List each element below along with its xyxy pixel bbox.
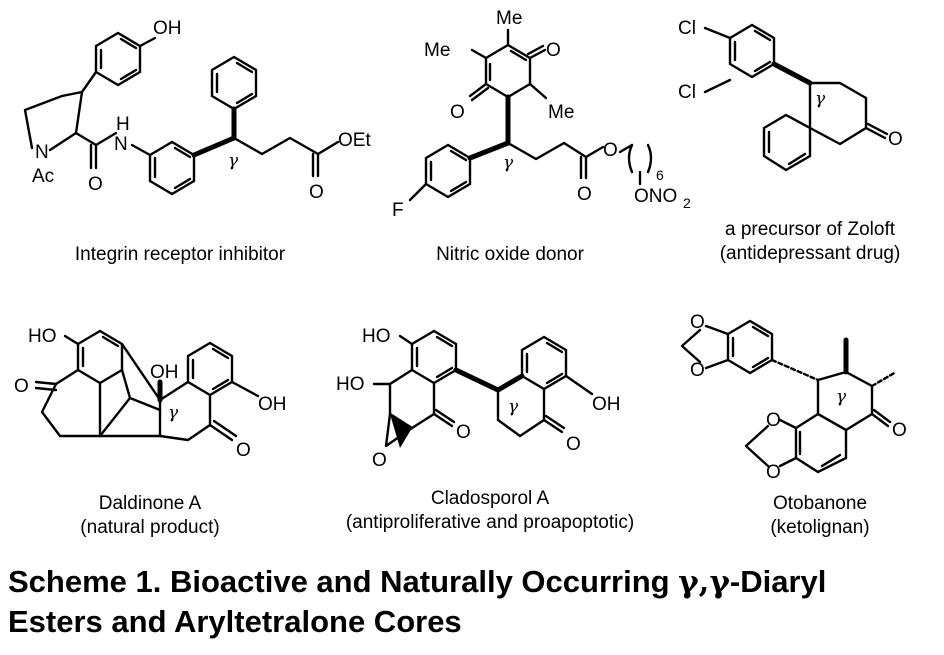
atom-n: N xyxy=(114,134,128,155)
gamma-label: γ xyxy=(836,387,847,407)
atom-o: O xyxy=(372,450,387,471)
structure-integrin-receptor-inhibitor: OH N Ac O H N γ O OEt xyxy=(23,18,371,203)
atom-ac: Ac xyxy=(32,166,54,187)
title-line2: Esters and Aryltetralone Cores xyxy=(8,604,462,639)
structure-otobanone: O O O γ O O xyxy=(680,312,907,483)
structure-nitric-oxide-donor: Me O Me Me O γ F O O 6 ONO 2 xyxy=(392,8,691,221)
atom-cl: Cl xyxy=(678,18,696,39)
atom-o: O xyxy=(888,129,903,150)
caption-cladosporol: Cladosporol A (antiproliferative and pro… xyxy=(300,487,680,535)
atom-o: O xyxy=(456,422,471,443)
chemical-structures-scheme: OH N Ac O H N γ O OEt Me xyxy=(14,8,907,483)
atom-o: O xyxy=(309,182,324,203)
gamma-label: γ xyxy=(228,151,239,171)
atom-ho: HO xyxy=(28,326,57,347)
structure-daldinone-a: HO O OH γ OH O xyxy=(14,326,287,461)
atom-o: O xyxy=(236,440,251,461)
compound-note: (antiproliferative and proapoptotic) xyxy=(345,512,635,533)
caption-nitric-oxide-donor: Nitric oxide donor xyxy=(380,243,640,267)
atom-f: F xyxy=(392,200,404,221)
title-gamma-pair: γ,γ xyxy=(678,564,730,600)
atom-n: N xyxy=(35,142,49,163)
atom-o: O xyxy=(450,102,465,123)
caption-otobanone: Otobanone (ketolignan) xyxy=(720,492,920,540)
gamma-label: γ xyxy=(815,89,826,109)
compound-note: (ketolignan) xyxy=(770,517,870,538)
atom-oh: OH xyxy=(592,394,621,415)
compound-name: Cladosporol A xyxy=(430,488,550,509)
caption-integrin: Integrin receptor inhibitor xyxy=(20,243,340,267)
caption-zoloft: a precursor of Zoloft (antidepressant dr… xyxy=(680,218,940,266)
atom-o: O xyxy=(766,462,781,483)
atom-oh: OH xyxy=(153,18,182,39)
atom-o: O xyxy=(690,360,705,381)
atom-ono: ONO xyxy=(634,186,677,207)
atom-me: Me xyxy=(496,8,522,29)
title-line1-start: Scheme 1. Bioactive and Naturally Occurr… xyxy=(8,564,679,599)
compound-name: Daldinone A xyxy=(98,493,202,514)
atom-ho: HO xyxy=(336,374,365,395)
scheme-title: Scheme 1. Bioactive and Naturally Occurr… xyxy=(8,562,938,642)
compound-note: (natural product) xyxy=(80,517,220,538)
compound-name: a precursor of Zoloft xyxy=(724,219,896,240)
compound-note: (antidepressant drug) xyxy=(719,243,901,264)
atom-h: H xyxy=(116,114,130,135)
gamma-label: γ xyxy=(508,397,519,417)
atom-o: O xyxy=(566,434,581,455)
atom-ho: HO xyxy=(362,326,391,347)
caption-daldinone: Daldinone A (natural product) xyxy=(40,492,260,540)
atom-o: O xyxy=(577,184,592,205)
compound-name: Otobanone xyxy=(772,493,868,514)
gamma-label: γ xyxy=(503,153,514,173)
atom-o: O xyxy=(14,376,29,397)
atom-me: Me xyxy=(548,102,574,123)
structure-cladosporol-a: HO HO O O γ OH O xyxy=(336,326,621,471)
atom-subscript-two: 2 xyxy=(683,195,691,211)
atom-o: O xyxy=(892,420,907,441)
compound-name: Nitric oxide donor xyxy=(436,244,584,265)
title-line1-end: -Diaryl xyxy=(729,564,827,599)
atom-o: O xyxy=(88,174,103,195)
atom-cl: Cl xyxy=(678,82,696,103)
atom-o: O xyxy=(603,140,618,161)
gamma-label: γ xyxy=(168,403,179,423)
atom-subscript-six: 6 xyxy=(656,167,664,183)
atom-o: O xyxy=(690,312,705,333)
atom-o: O xyxy=(546,40,561,61)
atom-oet: OEt xyxy=(338,130,371,151)
atom-me: Me xyxy=(424,40,450,61)
atom-o: O xyxy=(766,410,781,431)
structure-zoloft-precursor: Cl Cl γ O xyxy=(678,18,903,172)
atom-oh: OH xyxy=(150,362,179,383)
atom-oh: OH xyxy=(258,394,287,415)
compound-name: Integrin receptor inhibitor xyxy=(74,244,286,265)
